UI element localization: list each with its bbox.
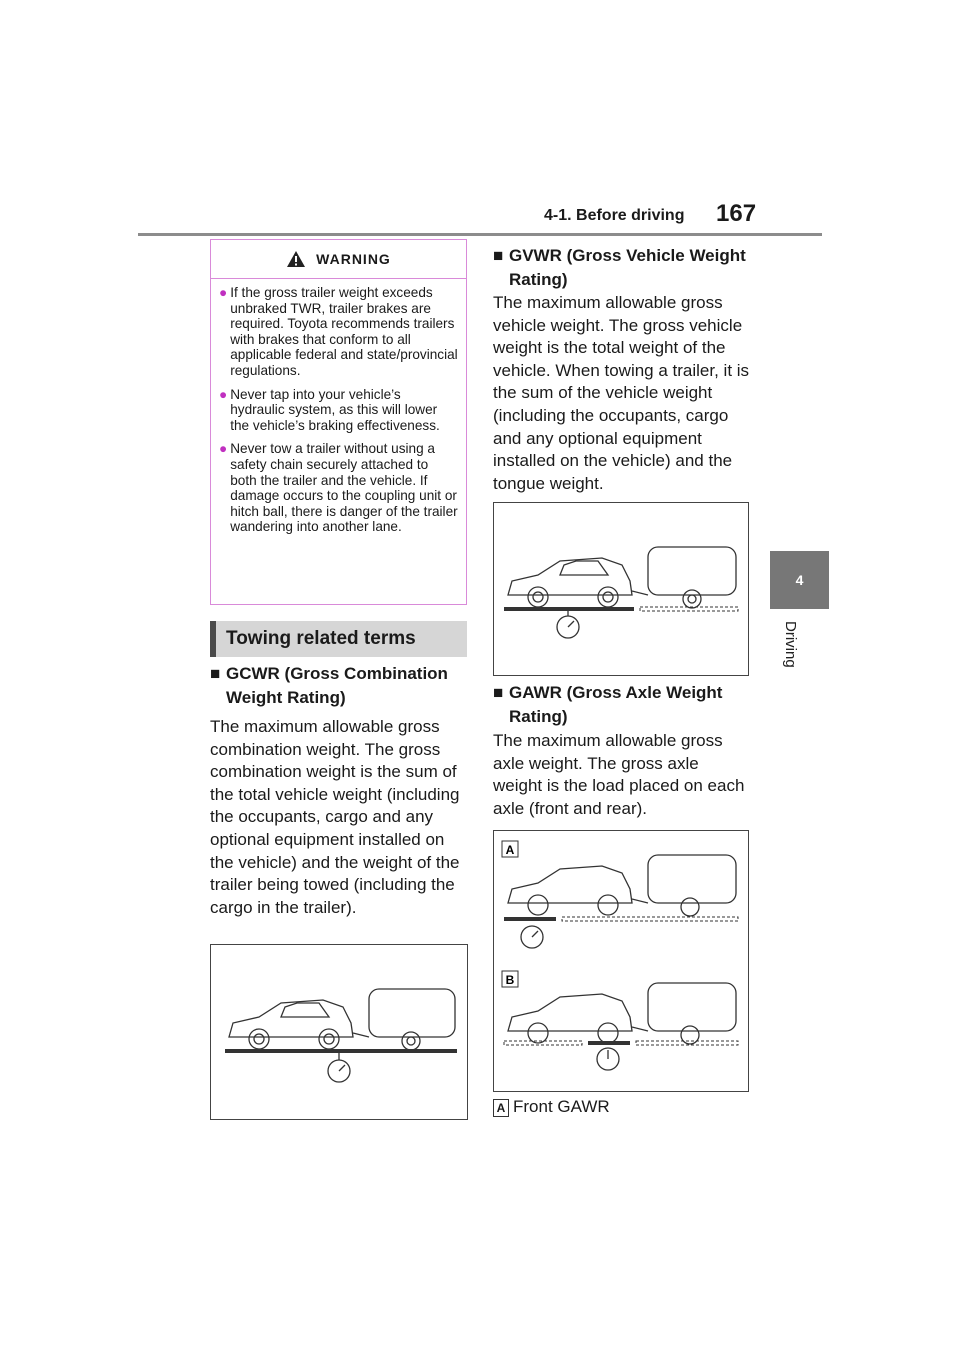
gcwr-body: The maximum allowable gross combination …	[210, 717, 460, 917]
square-bullet-icon: ■	[210, 664, 221, 683]
gcwr-figure	[210, 944, 468, 1120]
gvwr-heading: ■ GVWR (Gross Vehicle Weight Rating)	[493, 244, 751, 292]
circle-bullet-icon: ●	[219, 441, 228, 457]
circle-bullet-icon: ●	[219, 386, 228, 402]
chapter-label: Driving	[782, 621, 799, 668]
caption-text: Front GAWR	[513, 1097, 610, 1116]
warning-list: ● If the gross trailer weight exceeds un…	[211, 279, 466, 535]
gawr-heading: ■ GAWR (Gross Axle Weight Rating)	[493, 681, 751, 729]
warning-box: WARNING ● If the gross trailer weight ex…	[210, 239, 467, 605]
warning-text: Never tap into your vehicle’s hydraulic …	[230, 386, 440, 433]
square-bullet-icon: ■	[493, 246, 504, 265]
axle-weight-illustration: A B	[501, 840, 739, 1071]
warning-title: WARNING	[316, 251, 391, 267]
gvwr-body: The maximum allowable gross vehicle weig…	[493, 293, 750, 493]
car-trailer-illustration	[504, 546, 739, 639]
figure-label-a: A	[506, 843, 515, 857]
circle-bullet-icon: ●	[219, 285, 228, 300]
square-bullet-icon: ■	[493, 683, 504, 702]
page-number: 167	[716, 200, 757, 227]
gawr-figure: A B	[493, 830, 749, 1092]
chapter-tab[interactable]: 4	[770, 551, 829, 609]
section-title: 4-1. Before driving	[544, 207, 685, 224]
car-trailer-illustration	[225, 988, 457, 1083]
figure-label-b: B	[506, 973, 515, 987]
warning-text: If the gross trailer weight exceeds unbr…	[230, 285, 458, 378]
warning-item: ● Never tow a trailer without using a sa…	[219, 441, 458, 535]
warning-item: ● Never tap into your vehicle’s hydrauli…	[219, 387, 458, 434]
caption-label: A	[493, 1098, 509, 1117]
gcwr-heading: ■ GCWR (Gross Combination Weight Rating)	[210, 662, 468, 710]
warning-header: WARNING	[211, 240, 466, 279]
warning-triangle-icon	[287, 251, 306, 267]
header-rule	[138, 233, 822, 236]
section-heading: Towing related terms	[210, 621, 467, 657]
gawr-body: The maximum allowable gross axle weight.…	[493, 731, 745, 818]
warning-item: ● If the gross trailer weight exceeds un…	[219, 285, 458, 379]
warning-text: Never tow a trailer without using a safe…	[230, 441, 458, 535]
gvwr-figure	[493, 502, 749, 676]
